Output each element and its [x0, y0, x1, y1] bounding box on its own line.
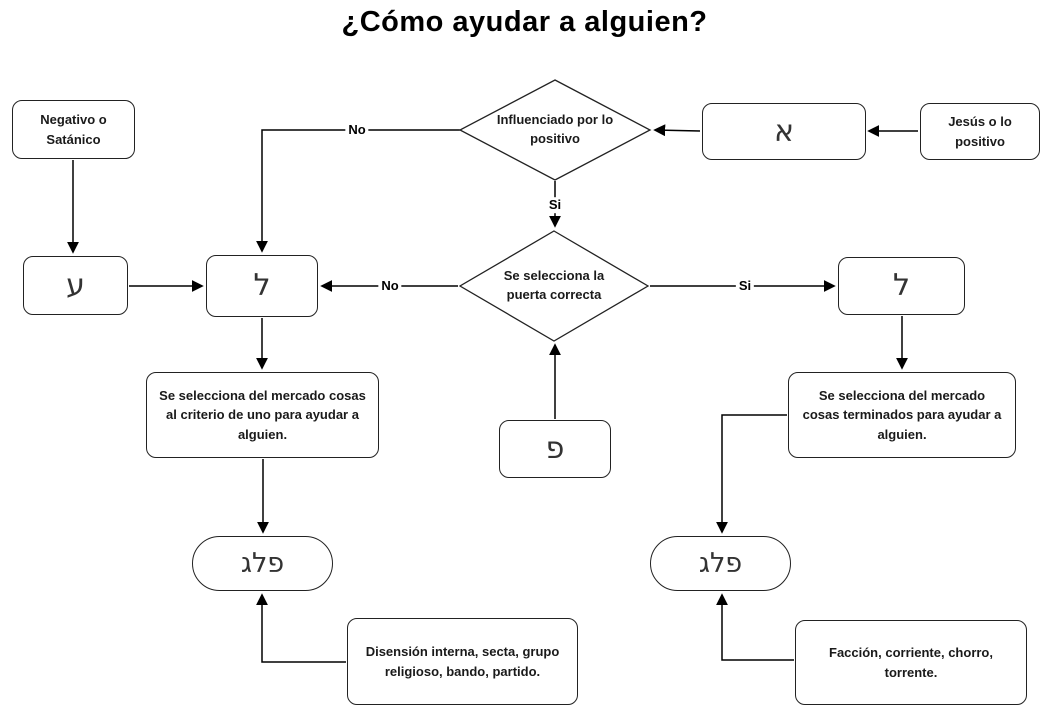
node-label: Disensión interna, secta, grupo religios…: [365, 644, 560, 679]
edge-label-no: No: [378, 278, 402, 294]
node-label: א: [773, 113, 795, 149]
edge-label-si: Si: [545, 197, 565, 213]
decision-puerta-correcta: Se selecciona la puerta correcta: [458, 230, 650, 342]
decision-influenciado-positivo: Influenciado por lo positivo: [458, 79, 652, 181]
node-label: ל: [253, 268, 271, 303]
node-label: ע: [66, 267, 85, 303]
node-label: Se selecciona del mercado cosas al crite…: [159, 387, 366, 442]
node-disension-interna: Disensión interna, secta, grupo religios…: [347, 618, 578, 705]
diamond-shape-icon: [458, 79, 652, 181]
node-label: פ: [545, 431, 565, 466]
diamond-shape-icon: [458, 230, 650, 342]
node-faccion-corriente: Facción, corriente, chorro, torrente.: [795, 620, 1027, 705]
node-label: Facción, corriente, chorro, torrente.: [829, 645, 993, 680]
node-pe: פ: [499, 420, 611, 478]
terminator-peleg-right: פלג: [650, 536, 791, 591]
node-label: Se selecciona del mercado cosas terminad…: [802, 387, 1002, 442]
edge-label-si: Si: [735, 278, 755, 294]
node-label: פלג: [240, 548, 285, 579]
node-label: Negativo o Satánico: [40, 112, 107, 147]
node-ayin: ע: [23, 256, 128, 315]
node-lamed-right: ל: [838, 257, 965, 315]
node-negativo-satanico: Negativo o Satánico: [12, 100, 135, 159]
node-aleph: א: [702, 103, 866, 160]
node-label: ל: [892, 268, 911, 303]
node-label: Influenciado por lo positivo: [496, 112, 614, 146]
page-title: ¿Cómo ayudar a alguien?: [341, 6, 708, 38]
node-label: פלג: [698, 548, 743, 579]
edge-label-no: No: [345, 122, 369, 138]
terminator-peleg-left: פלג: [192, 536, 333, 591]
node-label: Jesús o lo positivo: [948, 114, 1012, 149]
node-label: Se selecciona la puerta correcta: [503, 268, 605, 302]
node-jesus-positivo: Jesús o lo positivo: [920, 103, 1040, 160]
node-lamed-left: ל: [206, 255, 318, 317]
node-mercado-criterio: Se selecciona del mercado cosas al crite…: [146, 372, 379, 458]
node-mercado-terminados: Se selecciona del mercado cosas terminad…: [788, 372, 1016, 458]
